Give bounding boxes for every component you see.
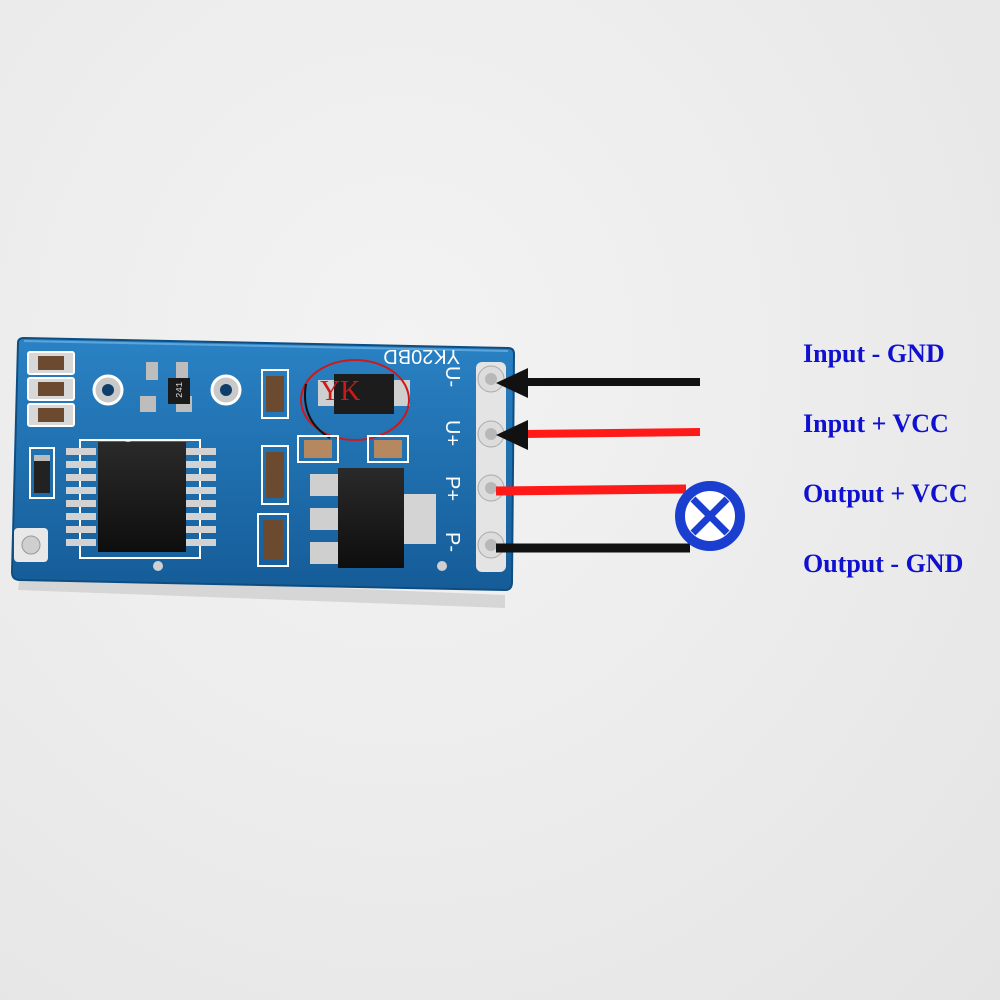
wire-output-vcc — [495, 484, 687, 496]
wire-input-gnd — [496, 368, 700, 398]
label-input-gnd: Input - GND — [803, 339, 945, 368]
label-input-vcc: Input + VCC — [803, 409, 949, 438]
smd-resistors-left — [27, 351, 75, 427]
pin-label-u-plus: U+ — [441, 420, 463, 446]
smd-resistors-middle — [257, 369, 289, 567]
yk-logo-text: YK — [320, 376, 360, 407]
label-output-vcc: Output + VCC — [803, 479, 968, 508]
pin-labels: U- U+ P+ P- — [441, 366, 463, 552]
yk-logo: YK — [300, 359, 410, 441]
smd-capacitors — [297, 435, 409, 463]
pin-label-u-minus: U- — [441, 366, 463, 387]
pin-label-p-plus: P+ — [441, 476, 463, 501]
silkscreen-model: YK20BD — [383, 345, 460, 367]
model-text: YK20BD — [383, 345, 460, 367]
regulator-ic — [310, 468, 436, 568]
lamp-symbol-icon — [675, 481, 745, 551]
rectifier-diode — [318, 374, 410, 414]
smd-diode-left — [29, 447, 55, 499]
mounting-hole — [14, 528, 48, 562]
pin-header-pads — [476, 362, 506, 572]
pin-label-p-minus: P- — [441, 532, 463, 552]
main-ic — [66, 439, 216, 559]
label-output-gnd: Output - GND — [803, 549, 964, 578]
smd-transistors: 241 — [140, 362, 192, 412]
ic-marking-text: 241 — [175, 382, 185, 398]
wire-input-vcc — [496, 420, 701, 450]
